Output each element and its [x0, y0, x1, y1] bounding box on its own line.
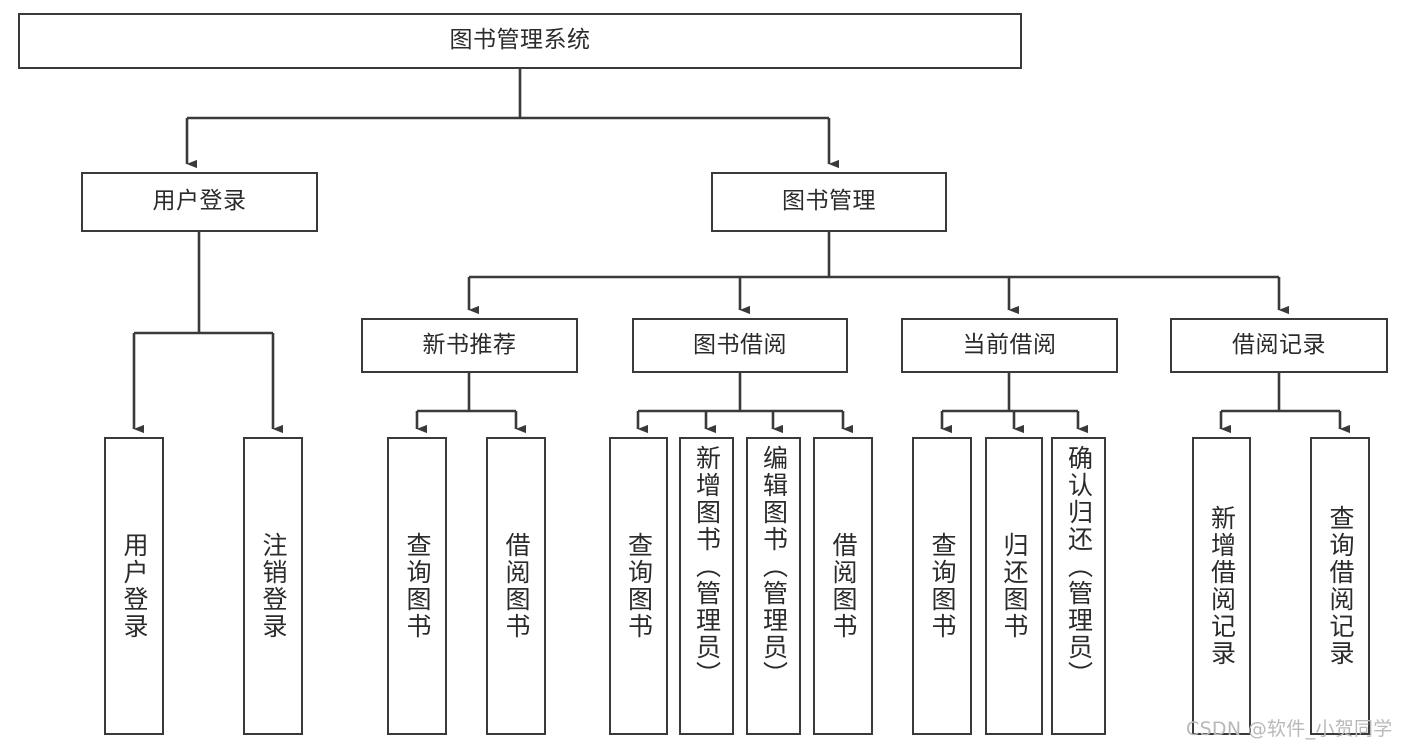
- csdn-watermark: CSDN @软件_小贺同学: [1186, 718, 1393, 740]
- leaf-return-book[interactable]: 归还图书: [985, 437, 1043, 735]
- node-borrow-record[interactable]: 借阅记录: [1170, 318, 1388, 373]
- leaf-borrow-book-1[interactable]: 借阅图书: [486, 437, 546, 735]
- node-label: 查询图书: [624, 532, 654, 640]
- node-label: 归还图书: [1000, 532, 1029, 640]
- node-label: 确认归还（管理员）: [1064, 445, 1094, 688]
- leaf-logout[interactable]: 注销登录: [243, 437, 303, 735]
- node-label: 借阅记录: [1232, 331, 1326, 358]
- node-user-login[interactable]: 用户登录: [81, 172, 318, 232]
- node-label: 当前借阅: [962, 331, 1057, 358]
- node-label: 用户登录: [152, 188, 247, 215]
- leaf-borrow-book-2[interactable]: 借阅图书: [813, 437, 873, 735]
- node-book-borrow[interactable]: 图书借阅: [632, 318, 848, 373]
- node-label: 借阅图书: [829, 532, 858, 640]
- leaf-confirm-return[interactable]: 确认归还（管理员）: [1051, 437, 1106, 735]
- leaf-edit-book[interactable]: 编辑图书（管理员）: [746, 437, 801, 735]
- node-book-manage[interactable]: 图书管理: [711, 172, 947, 232]
- node-label: 图书管理系统: [449, 27, 591, 54]
- node-label: 用户登录: [120, 532, 149, 640]
- node-label: 查询图书: [403, 532, 432, 640]
- node-label: 新增借阅记录: [1207, 505, 1237, 667]
- leaf-query-record[interactable]: 查询借阅记录: [1310, 437, 1370, 735]
- node-label: 查询图书: [928, 532, 957, 640]
- leaf-query-book-1[interactable]: 查询图书: [387, 437, 447, 735]
- leaf-add-record[interactable]: 新增借阅记录: [1192, 437, 1251, 735]
- leaf-user-login[interactable]: 用户登录: [104, 437, 164, 735]
- node-label: 借阅图书: [502, 532, 531, 640]
- node-new-book-rec[interactable]: 新书推荐: [361, 318, 578, 373]
- node-label: 新书推荐: [422, 331, 517, 358]
- node-current-borrow[interactable]: 当前借阅: [901, 318, 1118, 373]
- node-root[interactable]: 图书管理系统: [18, 13, 1022, 69]
- node-label: 查询借阅记录: [1326, 505, 1355, 667]
- node-label: 编辑图书（管理员）: [759, 445, 789, 688]
- node-label: 图书借阅: [693, 331, 787, 358]
- leaf-query-book-2[interactable]: 查询图书: [609, 437, 668, 735]
- node-label: 图书管理: [782, 188, 876, 215]
- node-label: 新增图书（管理员）: [692, 445, 722, 688]
- leaf-add-book[interactable]: 新增图书（管理员）: [679, 437, 734, 735]
- node-label: 注销登录: [259, 532, 288, 640]
- leaf-query-book-3[interactable]: 查询图书: [912, 437, 972, 735]
